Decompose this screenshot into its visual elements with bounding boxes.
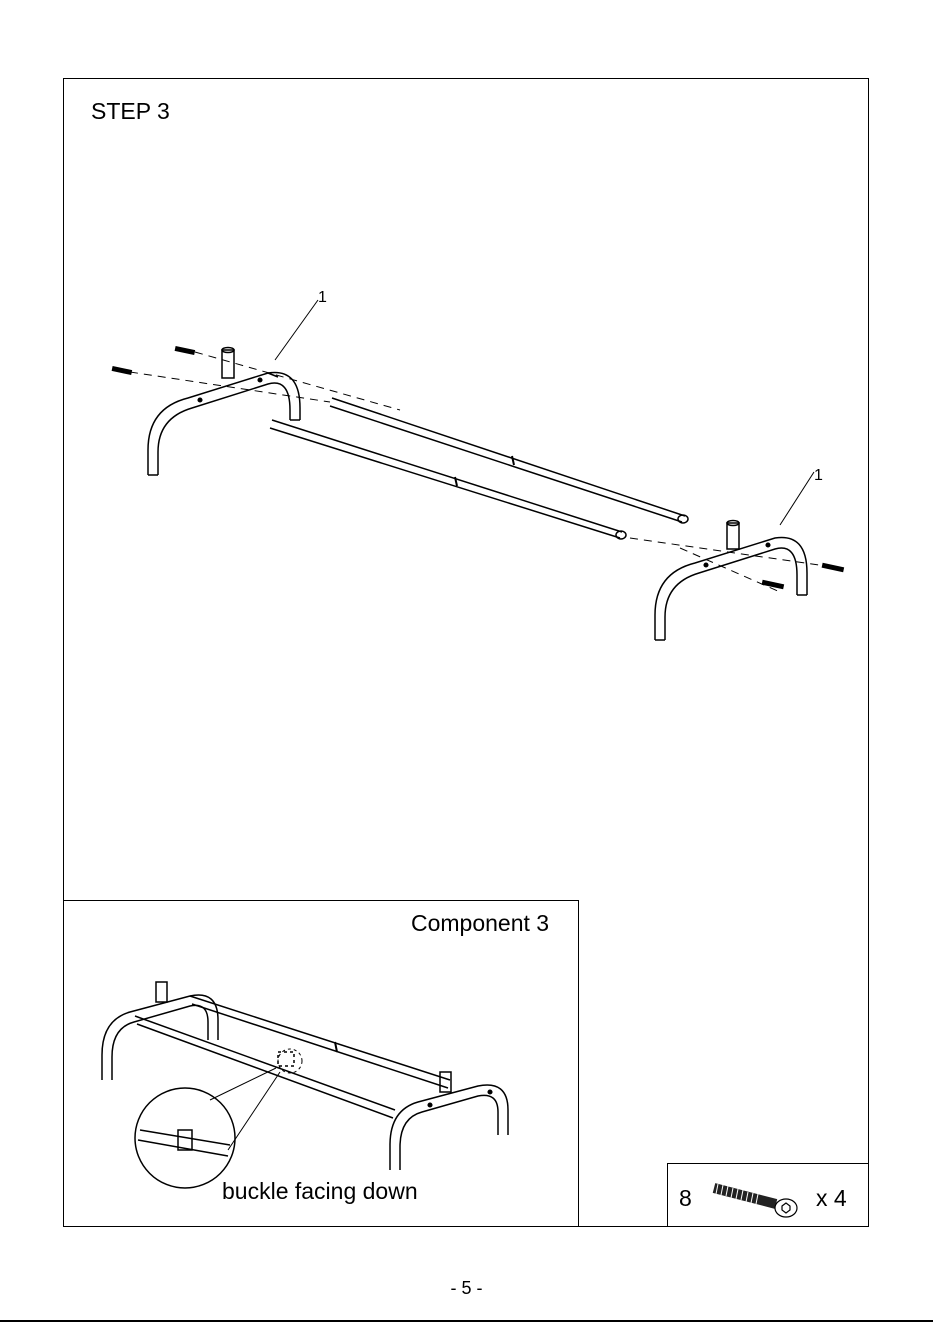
- step-title: STEP 3: [91, 98, 170, 125]
- component-drawing: [90, 970, 530, 1200]
- part-quantity: x 4: [816, 1185, 847, 1212]
- bottom-rule: [0, 1320, 933, 1322]
- callout-right: 1: [814, 467, 823, 484]
- screw-icon: [710, 1176, 800, 1220]
- callout-left: 1: [318, 289, 327, 306]
- buckle-note: buckle facing down: [222, 1178, 418, 1205]
- page-number: - 5 -: [0, 1278, 933, 1299]
- part-number: 8: [679, 1185, 692, 1212]
- left-frame: [148, 348, 300, 476]
- assembly-drawing: 1 1: [100, 280, 860, 660]
- rods: [270, 398, 688, 539]
- right-frame: [655, 521, 807, 641]
- component-title: Component 3: [411, 910, 549, 937]
